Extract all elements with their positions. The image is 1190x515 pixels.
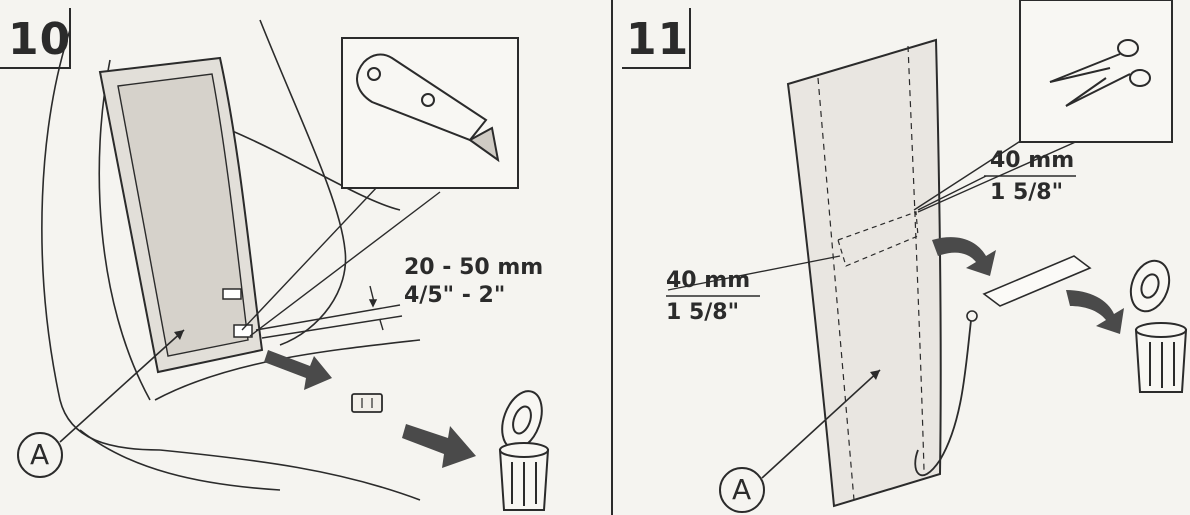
arrow-icon (1066, 290, 1124, 334)
measure-11-top-in: 1 5/8" (990, 180, 1064, 205)
callout-a-label: A (732, 473, 752, 506)
utility-knife-box (341, 37, 519, 189)
callout-a-leader (17, 329, 185, 478)
callout-a-label: A (30, 438, 50, 471)
zoom-wedge (241, 185, 441, 337)
step-11-number: 11 (626, 14, 690, 65)
measure-11-left-mm: 40 mm (666, 268, 751, 293)
measure-10-in: 4/5" - 2" (404, 283, 506, 308)
trash-bin-icon (1129, 259, 1188, 393)
seat-back-panel (98, 56, 264, 374)
arrow-icon (264, 350, 332, 390)
foam-sheet (786, 38, 942, 508)
arrow-icon (402, 424, 476, 468)
step-10-number: 10 (8, 14, 72, 65)
arrow-icon (932, 237, 996, 276)
step-11-box (622, 8, 691, 69)
measure-leader-left (667, 255, 841, 291)
measure-11-left-in: 1 5/8" (666, 300, 740, 325)
scissors-icon (1049, 39, 1151, 107)
wire (914, 311, 973, 477)
callout-a-leader (719, 369, 881, 513)
trash-bin-icon (498, 390, 550, 511)
measure-10-mm: 20 - 50 mm (404, 255, 544, 280)
scissors-box (1019, 0, 1173, 143)
slot-small (222, 288, 242, 300)
cut-strip (982, 255, 1092, 307)
seat-outline (41, 19, 421, 501)
utility-knife-icon (356, 53, 500, 163)
measure-11-top-mm: 40 mm (990, 148, 1075, 173)
step-10-box (0, 8, 71, 69)
measure-leader-top (917, 175, 987, 211)
cut-slot (233, 324, 253, 338)
measure-marker (255, 285, 403, 339)
removed-piece (351, 393, 383, 413)
